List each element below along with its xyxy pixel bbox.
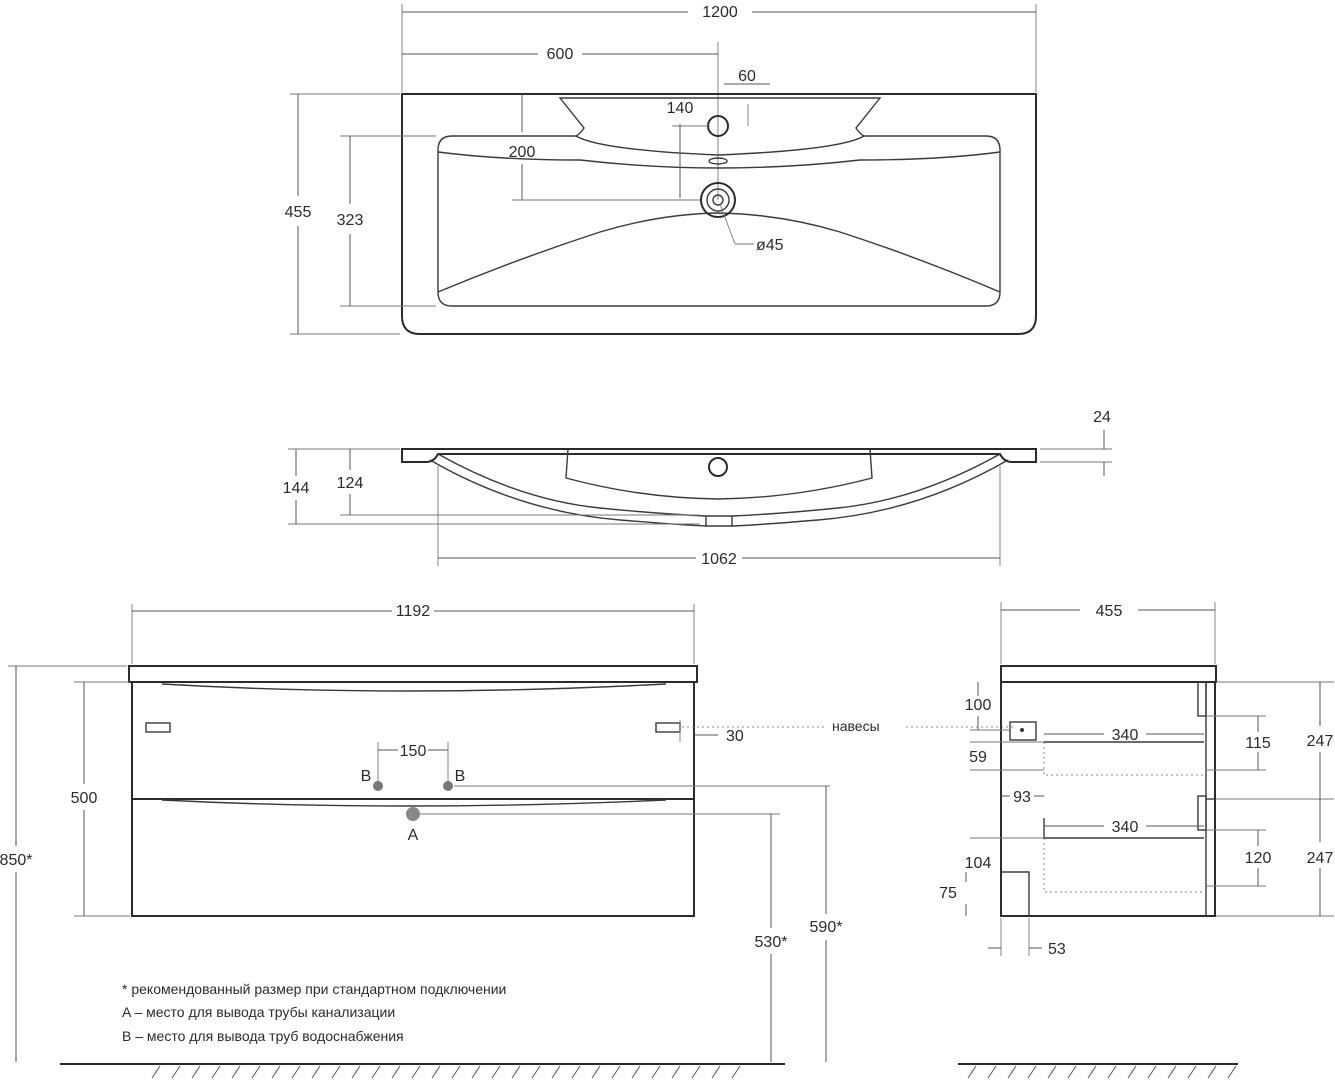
note-drain: A – место для вывода трубы канализации [122, 1004, 395, 1020]
hinge-right-icon [655, 722, 681, 733]
side-view: 24 144 124 1062 [283, 409, 1112, 568]
drain-point-icon [406, 807, 420, 821]
supply-label-right: B [455, 768, 466, 785]
drain-icon [700, 182, 736, 218]
dim-supply-spacing-150: 150 [400, 743, 427, 760]
dim-total-height-850: 850* [0, 852, 32, 869]
dim-bowl-depth-323: 323 [337, 212, 364, 229]
profile-view: 455 100 340 115 59 93 340 120 [939, 602, 1334, 1079]
dim-overflow-200: 200 [509, 144, 536, 161]
supply-point-right-icon [443, 781, 453, 791]
dim-tap-offset-60: 60 [738, 68, 756, 85]
dim-rim-24: 24 [1093, 409, 1111, 426]
side-tap-hole-icon [708, 457, 728, 477]
profile-hinge-icon [1009, 721, 1037, 741]
profile-floor-hatch [967, 1065, 1237, 1079]
dim-supply-height-590: 590* [810, 919, 843, 936]
profile-dim-plinth-75: 75 [939, 885, 957, 902]
profile-dim-drawer2-340: 340 [1112, 819, 1139, 836]
front-view: 1192 500 850* 150 B B A 530* 590* [0, 603, 1014, 1079]
dim-bowl-height-124: 124 [337, 475, 364, 492]
dim-cabinet-height-500: 500 [71, 790, 98, 807]
supply-label-left: B [361, 768, 372, 785]
dim-depth-455: 455 [285, 204, 312, 221]
dim-tap-depth-140: 140 [667, 100, 694, 117]
floor-hatch [151, 1065, 741, 1079]
profile-dim-depth-455: 455 [1096, 603, 1123, 620]
drain-label: A [408, 827, 419, 844]
overflow-icon [708, 157, 728, 165]
profile-dim-facade-top-247: 247 [1307, 733, 1334, 750]
dim-drain-diameter: ø45 [756, 237, 784, 254]
profile-body [1000, 681, 1216, 917]
dim-total-height-144: 144 [283, 480, 310, 497]
profile-dim-bottom-104: 104 [965, 855, 992, 872]
profile-dim-drawer2-120: 120 [1245, 850, 1272, 867]
note-recommended: * рекомендованный размер при стандартном… [122, 981, 506, 997]
supply-point-left-icon [373, 781, 383, 791]
profile-dim-plinth-53: 53 [1048, 941, 1066, 958]
dim-width-1200: 1200 [702, 4, 738, 21]
profile-dim-drawer1-340: 340 [1112, 727, 1139, 744]
hinges-label: навесы [832, 718, 880, 734]
dim-cabinet-width-1192: 1192 [396, 603, 431, 620]
dim-hinge-offset-30: 30 [726, 728, 744, 745]
basin-outline [401, 93, 1037, 335]
dim-bowl-width-1062: 1062 [701, 551, 737, 568]
profile-dim-drawer1-59: 59 [969, 749, 987, 766]
note-supply: B – место для вывода труб водоснабжения [122, 1028, 404, 1044]
profile-dim-facade-bottom-247: 247 [1307, 850, 1334, 867]
profile-dim-hinge-100: 100 [965, 697, 992, 714]
dim-half-width-600: 600 [547, 46, 574, 63]
hinge-left-icon [145, 722, 171, 733]
dim-drain-height-530: 530* [755, 934, 788, 951]
profile-dim-setback-93: 93 [1013, 789, 1031, 806]
profile-dim-drawer1-115: 115 [1245, 735, 1271, 752]
top-view: 1200 600 60 ø45 140 [285, 4, 1037, 335]
